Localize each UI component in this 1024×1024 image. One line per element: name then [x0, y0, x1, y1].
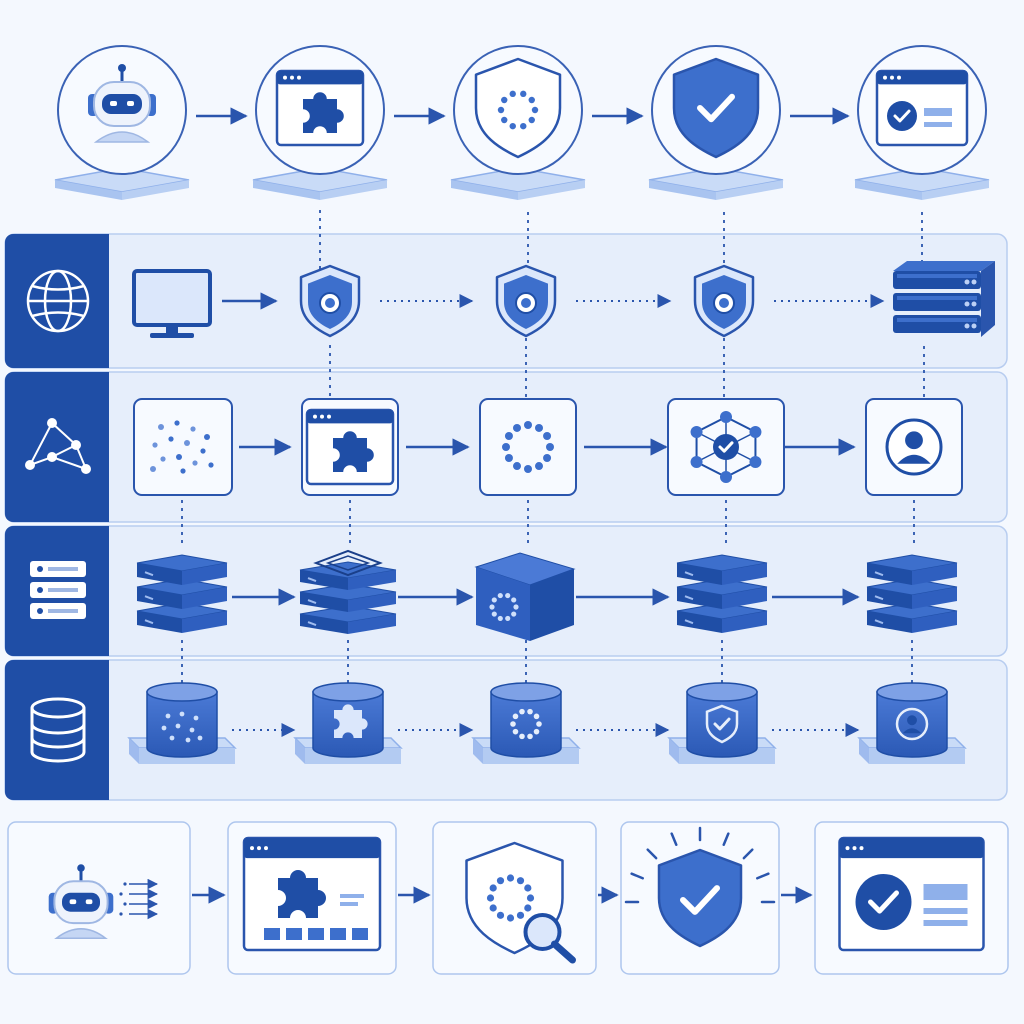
bottom-step-2[interactable] [227, 821, 397, 975]
bottom-step-3[interactable] [432, 821, 597, 975]
shield-search-icon [465, 841, 576, 964]
server-stack-3d-icon [676, 554, 768, 633]
flow-connectors [192, 107, 885, 904]
window-check-icon [875, 69, 969, 147]
top-step-5[interactable] [854, 45, 990, 200]
lane-3-node-4[interactable] [676, 554, 768, 633]
globe-icon [26, 269, 90, 333]
lane-3-node-5[interactable] [866, 554, 958, 633]
puzzle-window-icon [275, 69, 365, 147]
lane-1-node-2[interactable] [299, 264, 361, 338]
shield-check-radiant-icon [624, 826, 776, 948]
monitor-icon [132, 269, 212, 338]
lane-2-node-1[interactable] [133, 398, 233, 496]
db-user-icon [876, 682, 948, 758]
database-icon [30, 697, 86, 763]
lane-2-node-5[interactable] [865, 398, 963, 496]
lane-4-node-2[interactable] [293, 682, 403, 764]
lane-2-node-4[interactable] [667, 398, 785, 496]
bottom-step-4[interactable] [620, 821, 780, 975]
top-step-2[interactable] [252, 45, 388, 200]
server-chip-3d-icon [299, 549, 397, 634]
loading-ring-icon [502, 421, 554, 473]
lane-4-node-3[interactable] [471, 682, 581, 764]
lane-1-node-1[interactable] [132, 269, 212, 338]
lane-4-node-1[interactable] [127, 682, 237, 764]
lane-1-node-3[interactable] [495, 264, 557, 338]
lane-3-node-2[interactable] [299, 549, 397, 634]
bottom-step-1[interactable] [7, 821, 191, 975]
nodes-layer [7, 45, 1009, 975]
puzzle-window-icon [305, 408, 395, 486]
server-stack-3d-icon [136, 554, 228, 633]
shield-lock-icon [693, 264, 755, 338]
top-step-4[interactable] [648, 45, 784, 200]
hex-network-check-icon [690, 411, 762, 483]
top-step-1[interactable] [54, 45, 190, 200]
user-avatar-icon [885, 418, 943, 476]
shield-check-icon [672, 57, 760, 159]
robot-transmit-icon [48, 864, 159, 940]
db-ring-icon [490, 682, 562, 758]
browser-puzzle-icon [242, 836, 382, 952]
server-stack-3d-icon [866, 554, 958, 633]
shield-lock-icon [299, 264, 361, 338]
cube-ring-icon [474, 552, 576, 641]
top-step-3[interactable] [450, 45, 586, 200]
lane-1-node-4[interactable] [693, 264, 755, 338]
network-graph-icon [25, 418, 91, 474]
shield-lock-icon [495, 264, 557, 338]
dots-cluster-icon [150, 420, 214, 474]
server-stack-icon [30, 561, 86, 619]
server-rack-icon [893, 261, 995, 337]
robot-icon [88, 64, 156, 143]
lane-2-node-3[interactable] [479, 398, 577, 496]
browser-check-icon [838, 836, 985, 952]
db-dots-icon [146, 682, 218, 758]
db-puzzle-icon [312, 682, 384, 758]
shield-loading-icon [474, 57, 562, 159]
bottom-step-5[interactable] [814, 821, 1009, 975]
lane-4-node-5[interactable] [857, 682, 967, 764]
db-shield-icon [686, 682, 758, 758]
lane-2-node-2[interactable] [301, 398, 399, 496]
lane-4-node-4[interactable] [667, 682, 777, 764]
lane-1-node-5[interactable] [893, 261, 995, 337]
vertical-connectors [181, 210, 925, 690]
lane-3-node-1[interactable] [136, 554, 228, 633]
lane-3-node-3[interactable] [474, 552, 576, 641]
